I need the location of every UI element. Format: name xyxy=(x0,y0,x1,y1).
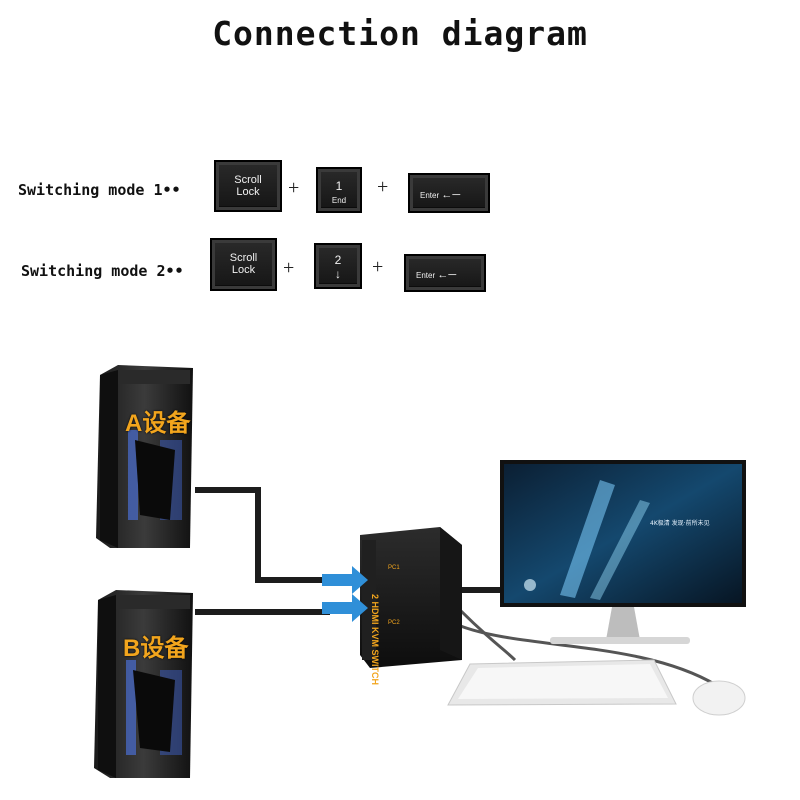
arrow-blue-icon xyxy=(322,566,368,622)
plus-sign: + xyxy=(288,177,300,199)
key-label: Scroll xyxy=(229,252,258,264)
computer-b xyxy=(94,590,193,778)
key-label: 2 xyxy=(334,253,342,267)
kvm-switch-box xyxy=(360,527,462,668)
cable-a xyxy=(195,487,330,583)
enter-arrow-icon: ←─ xyxy=(437,269,457,281)
mode-2-label: Switching mode 2•• xyxy=(21,262,184,280)
plus-sign: + xyxy=(372,256,384,278)
port-1-label: PC1 xyxy=(388,565,400,571)
key-2-down: 2 ↓ xyxy=(314,243,362,289)
keyboard-cable xyxy=(458,608,517,662)
key-label: Enter xyxy=(420,191,440,200)
plus-sign: + xyxy=(283,257,295,279)
plus-sign: + xyxy=(377,176,389,198)
peripheral-cables xyxy=(457,608,717,687)
key-1-end: 1 End xyxy=(316,167,362,213)
key-label: Lock xyxy=(231,264,256,276)
switch-label: 2 HDMI KVM SWITCH xyxy=(370,594,380,685)
computer-a xyxy=(96,365,193,548)
key-label: Scroll xyxy=(234,174,262,186)
device-a-label: A设备 xyxy=(125,410,191,437)
enter-key: Enter ←─ xyxy=(408,173,490,213)
scroll-lock-key: Scroll Lock xyxy=(214,160,282,212)
keyboard xyxy=(447,659,677,706)
enter-arrow-icon: ←─ xyxy=(441,189,461,201)
scroll-lock-key: Scroll Lock xyxy=(210,238,277,291)
enter-key: Enter ←─ xyxy=(404,254,486,292)
mouse-cable xyxy=(457,623,717,687)
key-label: Enter xyxy=(416,271,436,280)
key-label: Lock xyxy=(236,186,260,198)
down-arrow-icon: ↓ xyxy=(335,267,341,281)
mouse xyxy=(692,680,746,716)
monitor-screen-text: 4K极清 发现·前所未见 xyxy=(650,520,710,527)
page-title: Connection diagram xyxy=(212,14,588,53)
key-label: End xyxy=(331,196,347,205)
device-b-label: B设备 xyxy=(123,635,189,662)
monitor xyxy=(500,460,746,644)
cables xyxy=(195,487,500,615)
mode-1-label: Switching mode 1•• xyxy=(18,181,181,199)
key-label: 1 xyxy=(335,179,343,193)
port-2-label: PC2 xyxy=(388,620,400,626)
